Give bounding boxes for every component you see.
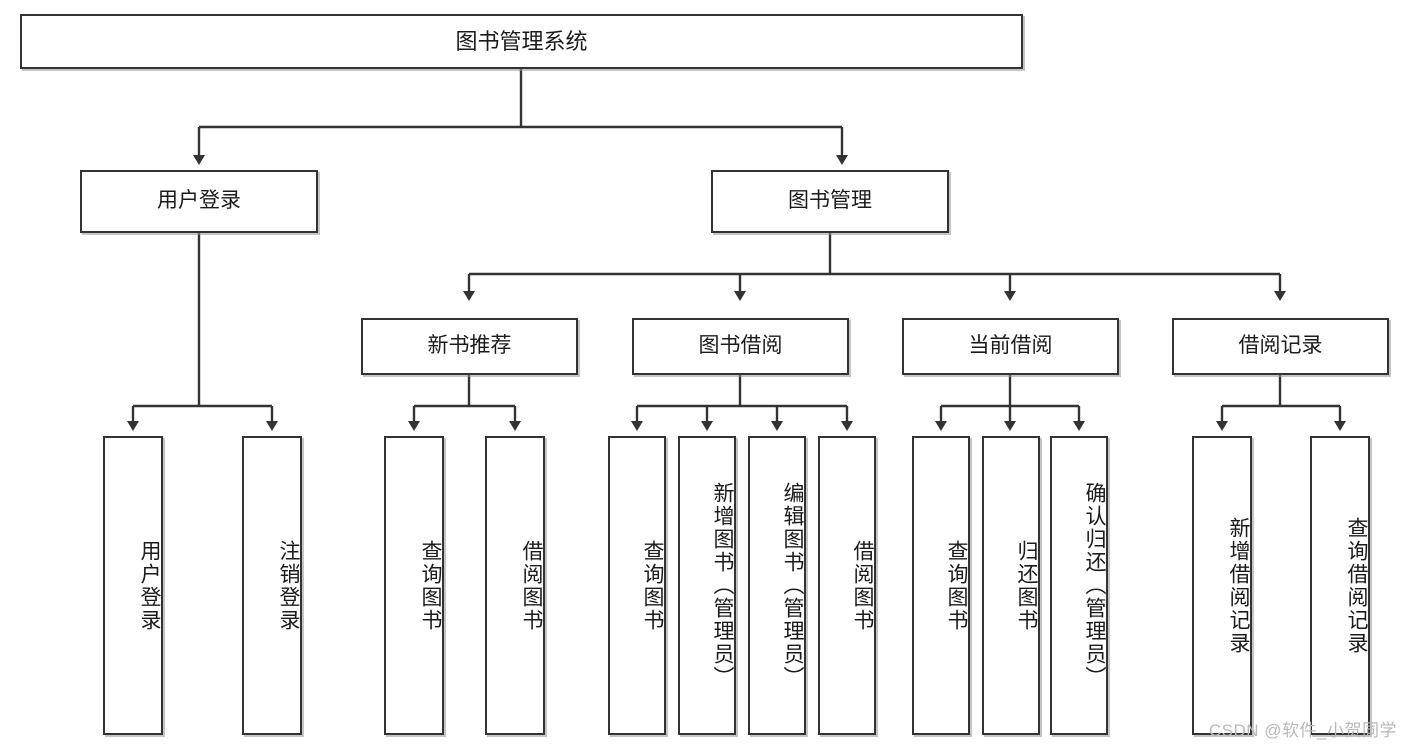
leaf-user-login-signin[interactable]: 用户登录 [103,436,163,735]
leaf-current-borrow-return[interactable]: 归还图书 [982,436,1040,735]
leaf-book-borrow-query[interactable]: 查询图书 [608,436,666,735]
csdn-watermark: CSDN @软件_小贺同学 [1208,721,1397,740]
leaf-book-borrow-edit[interactable]: 编辑图书（管理员） [748,436,806,735]
leaf-borrow-record-add[interactable]: 新增借阅记录 [1192,436,1252,735]
node-current-borrow[interactable]: 当前借阅 [902,318,1119,375]
leaf-book-borrow-lend[interactable]: 借阅图书 [818,436,876,735]
leaf-borrow-record-query[interactable]: 查询借阅记录 [1310,436,1370,735]
leaf-new-book-borrow[interactable]: 借阅图书 [485,436,545,735]
node-book-management[interactable]: 图书管理 [711,170,949,233]
node-borrow-record[interactable]: 借阅记录 [1172,318,1389,375]
leaf-user-login-signout[interactable]: 注销登录 [242,436,302,735]
leaf-current-borrow-query[interactable]: 查询图书 [912,436,970,735]
node-root[interactable]: 图书管理系统 [20,14,1023,69]
leaf-book-borrow-add[interactable]: 新增图书（管理员） [678,436,736,735]
leaf-current-borrow-confirm-return[interactable]: 确认归还（管理员） [1050,436,1108,735]
node-book-borrow[interactable]: 图书借阅 [632,318,849,375]
node-user-login[interactable]: 用户登录 [80,170,318,233]
node-new-book-recommend[interactable]: 新书推荐 [361,318,578,375]
leaf-new-book-query[interactable]: 查询图书 [384,436,444,735]
